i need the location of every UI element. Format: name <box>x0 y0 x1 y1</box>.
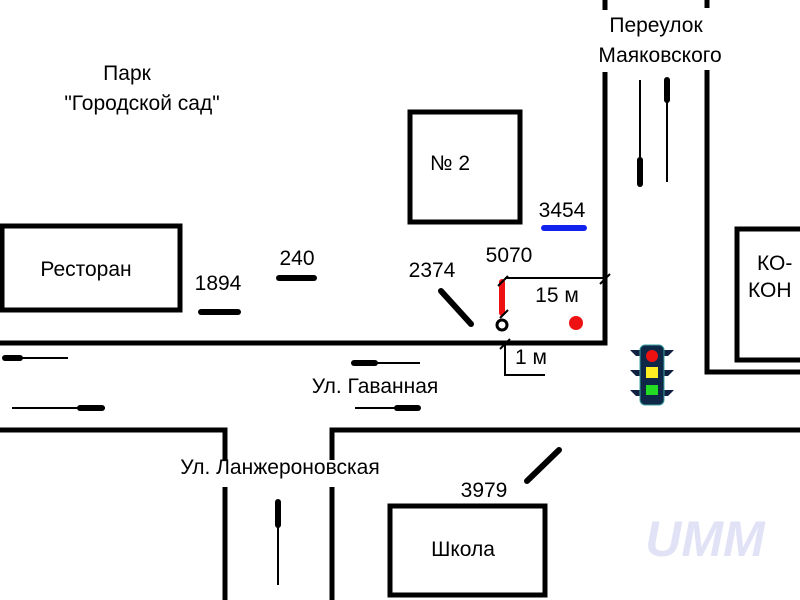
distance-1m-label: 1 м <box>515 346 547 369</box>
dimension-15m <box>497 273 611 287</box>
road-edge-pereulok-east <box>704 0 800 375</box>
dimension-1m <box>499 309 545 376</box>
vehicle-3454-label: 3454 <box>539 199 586 222</box>
vehicle-240-label: 240 <box>279 247 314 270</box>
gavannaya-label: Ул. Гаванная <box>312 375 439 398</box>
restaurant-label: Ресторан <box>40 258 131 281</box>
vehicle-3979-label: 3979 <box>461 479 508 502</box>
traffic-direction-arrows <box>2 77 670 585</box>
ko-building <box>734 226 800 363</box>
road-edge-south-east <box>329 427 800 600</box>
ko-label-line1: КО- <box>757 252 792 275</box>
impact-point-red-dot <box>569 316 583 330</box>
ko-label-line2: КОН <box>748 279 792 302</box>
distance-15m-label: 15 м <box>535 284 579 307</box>
school-label: Школа <box>431 538 495 561</box>
traffic-light-icon <box>630 344 674 406</box>
school-building <box>387 503 548 598</box>
park-label-line1: Парк <box>103 62 151 85</box>
road-edge-south-west <box>0 427 228 600</box>
vehicle-5070-label: 5070 <box>486 244 533 267</box>
building-2-label: № 2 <box>430 152 470 175</box>
building-2 <box>407 109 523 225</box>
road-edge-gavannaya-north <box>0 0 608 346</box>
lanzheronovskaya-label: Ул. Ланжероновская <box>180 456 379 479</box>
vehicle-2374-label: 2374 <box>409 259 456 282</box>
vehicle-2374-mark <box>438 288 474 327</box>
umm-watermark: UMM <box>645 511 766 567</box>
vehicle-3979-mark <box>524 447 562 484</box>
pereulok-label-line1: Переулок <box>609 14 703 37</box>
pedestrian-point <box>495 318 509 332</box>
pereulok-label-line2: Маяковского <box>598 44 721 67</box>
vehicle-1894-label: 1894 <box>195 272 242 295</box>
restaurant-building <box>0 223 183 313</box>
park-label-line2: "Городской сад" <box>64 92 219 115</box>
